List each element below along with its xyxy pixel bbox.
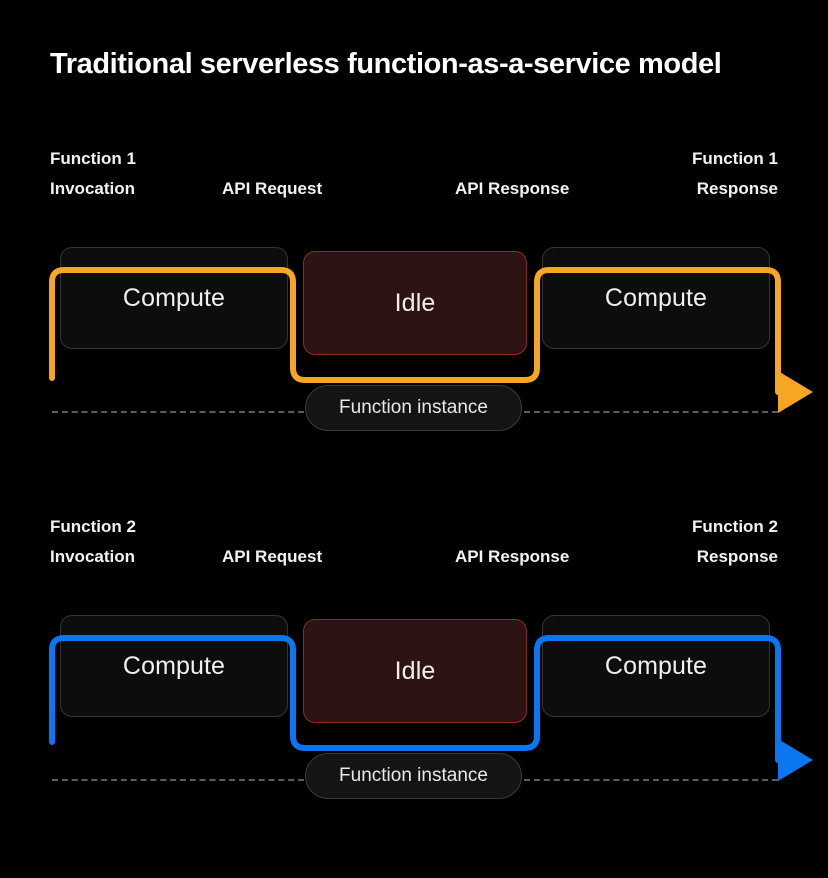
function-1-timeline-boxes: Compute Idle Compute: [0, 232, 828, 362]
label-function-1-invocation: Function 1 Invocation: [50, 144, 136, 204]
function-1-labels: Function 1 Invocation API Request API Re…: [0, 128, 828, 198]
function-2-dash-left: [52, 779, 304, 781]
label-function-1-response-line2: Response: [696, 179, 778, 198]
label-function-1-api-response: API Response: [455, 179, 570, 198]
function-1-dash-left: [52, 411, 304, 413]
page-title: Traditional serverless function-as-a-ser…: [50, 48, 722, 80]
label-function-2-invocation: Function 2 Invocation: [50, 512, 136, 572]
label-function-1-response-line1: Function 1: [692, 149, 778, 168]
label-function-2-api-request: API Request: [222, 547, 323, 566]
function-1-idle-box: Idle: [303, 251, 527, 355]
label-function-1-invocation-line1: Function 1: [50, 149, 136, 168]
function-2-labels: Function 2 Invocation API Request API Re…: [0, 496, 828, 566]
function-2-compute-box-1: Compute: [60, 615, 288, 717]
label-function-1-response: Function 1 Response: [692, 144, 778, 204]
function-2-instance-row: Function instance: [0, 752, 828, 808]
function-2-instance-pill: Function instance: [305, 753, 522, 799]
label-function-2-invocation-line1: Function 2: [50, 517, 136, 536]
label-function-1-api-request: API Request: [222, 179, 323, 198]
label-function-1-invocation-line2: Invocation: [50, 179, 136, 198]
function-1-dash-right: [524, 411, 778, 413]
label-function-2-api-response: API Response: [455, 547, 570, 566]
label-function-2-response-line1: Function 2: [692, 517, 778, 536]
label-function-2-response: Function 2 Response: [692, 512, 778, 572]
label-function-2-response-line2: Response: [696, 547, 778, 566]
function-1-instance-pill: Function instance: [305, 385, 522, 431]
function-2-timeline-boxes: Compute Idle Compute: [0, 600, 828, 730]
function-1-instance-row: Function instance: [0, 384, 828, 440]
function-2-dash-right: [524, 779, 778, 781]
function-2-idle-box: Idle: [303, 619, 527, 723]
function-1-compute-box-2: Compute: [542, 247, 770, 349]
function-2-compute-box-2: Compute: [542, 615, 770, 717]
label-function-2-invocation-line2: Invocation: [50, 547, 136, 566]
function-1-compute-box-1: Compute: [60, 247, 288, 349]
